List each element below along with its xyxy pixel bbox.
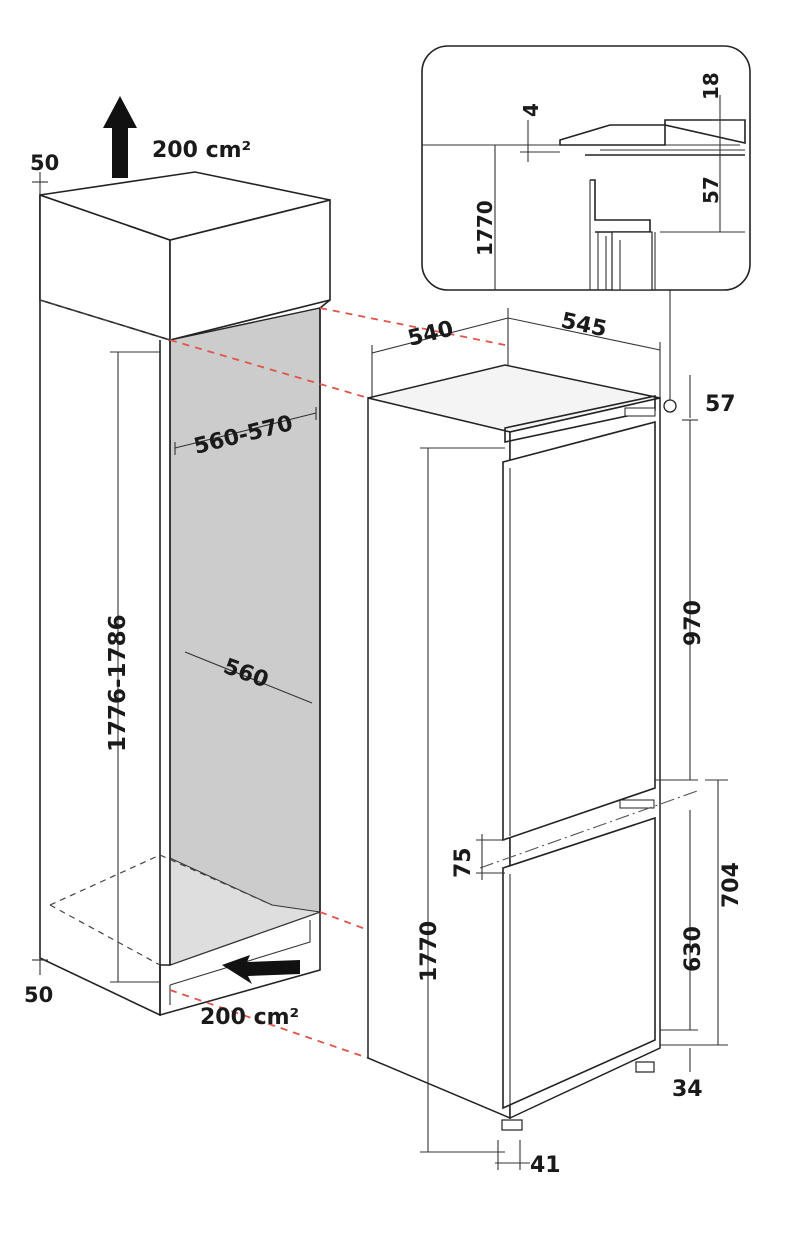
detail-panel-label: 18 xyxy=(699,72,723,100)
plinth-front-label: 41 xyxy=(530,1153,561,1178)
detail-height-label: 1770 xyxy=(473,200,497,256)
unit-width-label: 540 xyxy=(405,316,456,351)
unit-height-label: 1770 xyxy=(417,921,442,982)
unit-depth-label: 545 xyxy=(559,308,609,342)
detail-gap-label: 4 xyxy=(519,103,543,117)
detail-frame xyxy=(421,45,751,291)
vent-arrow-up xyxy=(103,96,137,178)
niche-height-label: 1776-1786 xyxy=(105,614,131,752)
appliance xyxy=(367,364,701,1131)
door-gap-label: 75 xyxy=(451,847,476,878)
cabinet-niche xyxy=(32,96,331,1017)
appliance-side xyxy=(367,397,511,1120)
upper-door xyxy=(502,420,656,842)
hinge-marker xyxy=(663,399,677,413)
niche-back-wall xyxy=(169,307,321,966)
vent-arrow-in xyxy=(222,955,300,984)
plinth-right-label: 34 xyxy=(672,1077,703,1102)
appliance-dimensions xyxy=(371,290,728,1170)
alignment-guides xyxy=(169,307,506,1059)
vent-bottom-area-label: 200 cm² xyxy=(200,1005,299,1030)
cabinet-top-box-lid xyxy=(39,171,331,241)
lower-door xyxy=(502,816,656,1110)
top-gap-label: 50 xyxy=(30,151,59,175)
vent-top-area-label: 200 cm² xyxy=(152,138,251,163)
upper-door-label: 970 xyxy=(681,600,706,646)
lower-door-label: 630 xyxy=(681,926,706,972)
bottom-gap-label: 50 xyxy=(24,983,53,1007)
detail-hinge-depth-label: 57 xyxy=(699,176,723,204)
hinge-detail-inset xyxy=(421,45,751,291)
lower-door-outer-label: 704 xyxy=(719,862,744,908)
hinge-offset-label: 57 xyxy=(705,392,736,417)
